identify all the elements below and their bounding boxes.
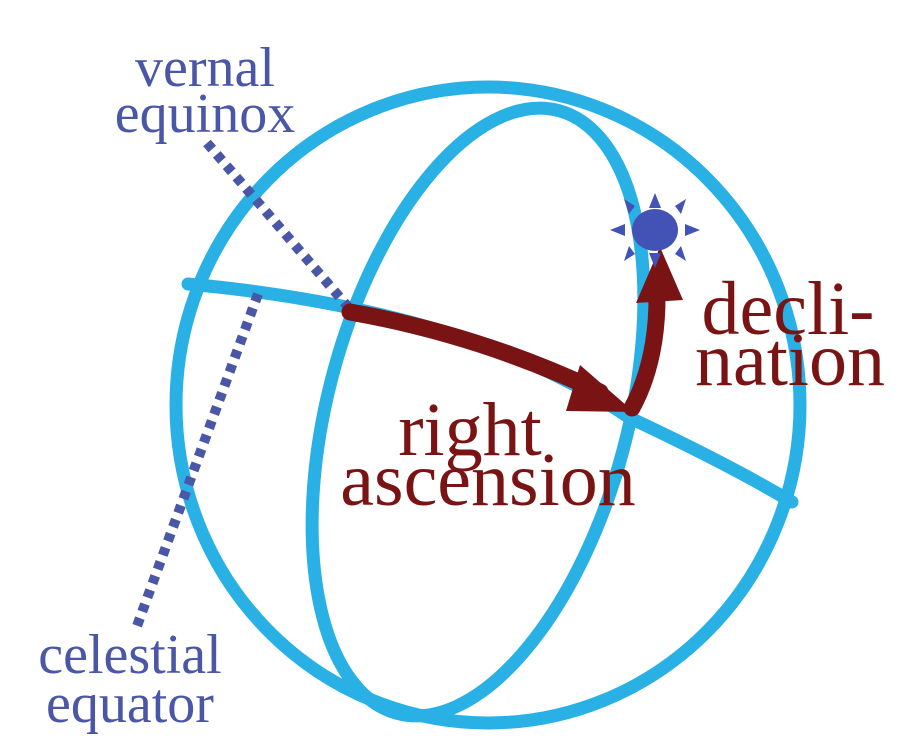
celestial-equator-label-line2: equator (46, 673, 214, 735)
right-ascension-label-line1: right (398, 388, 542, 472)
vernal-equinox-label-line1: vernal (135, 37, 275, 99)
vernal-equinox-label-line2: equinox (115, 83, 295, 145)
right-ascension-arrow (341, 303, 609, 401)
declination-arrow (623, 283, 666, 417)
meridian-circle (305, 101, 651, 723)
star-icon (610, 193, 700, 268)
celestial-equator-pointer (132, 292, 263, 628)
right-ascension-label-line2: ascension (340, 438, 635, 522)
sphere-outline (169, 80, 807, 730)
declination-label-line1: decli- (701, 267, 874, 351)
declination-label-line2: nation (695, 318, 885, 402)
vernal-equinox-pointer (203, 139, 353, 312)
right-ascension-arrowhead (566, 365, 634, 412)
declination-arrowhead (636, 247, 683, 303)
celestial-equator-label-line1: celestial (38, 624, 221, 686)
